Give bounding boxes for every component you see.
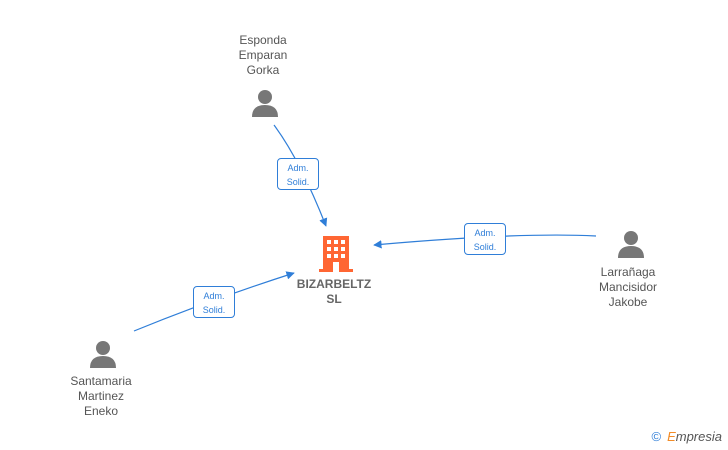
- company-name[interactable]: BIZARBELTZ SL: [279, 277, 389, 307]
- relation-label-line: Solid.: [286, 177, 310, 187]
- person-name-line: Larrañaga: [600, 265, 656, 279]
- footer-brand: © Empresia: [651, 429, 722, 444]
- person-name-line: Mancisidor: [598, 280, 658, 294]
- building-icon[interactable]: [319, 236, 353, 272]
- relation-badge-santamaria[interactable]: Adm. Solid.: [193, 286, 235, 318]
- person-name-line: Santamaria: [70, 374, 132, 388]
- relation-label-line: Solid.: [473, 242, 497, 252]
- person-name-line: Esponda: [239, 33, 287, 47]
- relation-badge-larranaga[interactable]: Adm. Solid.: [464, 223, 506, 255]
- brand-logo[interactable]: Empresia: [667, 429, 722, 444]
- person-icon[interactable]: [250, 88, 280, 118]
- person-name-line: Martinez: [77, 389, 124, 403]
- brand-first-letter: E: [667, 429, 676, 444]
- person-icon[interactable]: [88, 339, 118, 369]
- person-name-line: Eneko: [83, 404, 119, 418]
- person-name-line: Gorka: [246, 63, 280, 77]
- relation-badge-esponda[interactable]: Adm. Solid.: [277, 158, 319, 190]
- copyright-icon: ©: [651, 429, 662, 444]
- company-name-line2: SL: [326, 292, 342, 306]
- person-icon[interactable]: [616, 229, 646, 259]
- relation-label-line: Adm.: [287, 163, 309, 173]
- company-name-line1: BIZARBELTZ: [296, 277, 372, 291]
- person-name-line: Emparan: [238, 48, 288, 62]
- relation-label-line: Adm.: [474, 228, 496, 238]
- brand-rest: mpresia: [675, 429, 722, 444]
- person-name-line: Jakobe: [608, 295, 648, 309]
- person-name-santamaria[interactable]: Santamaria Martinez Eneko: [46, 374, 156, 419]
- relation-label-line: Solid.: [202, 305, 226, 315]
- person-name-larranaga[interactable]: Larrañaga Mancisidor Jakobe: [573, 265, 683, 310]
- person-name-esponda[interactable]: Esponda Emparan Gorka: [208, 33, 318, 78]
- relation-label-line: Adm.: [203, 291, 225, 301]
